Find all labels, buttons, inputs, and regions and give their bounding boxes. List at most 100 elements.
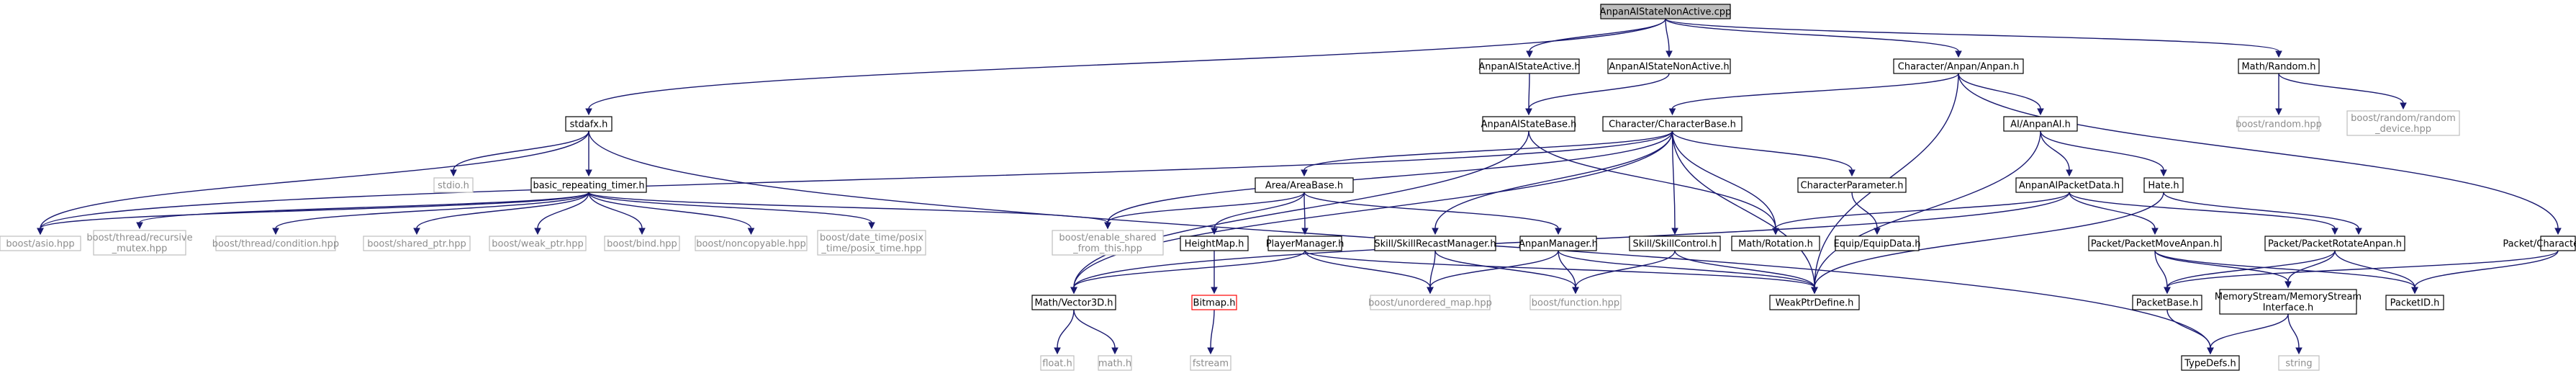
node-stdafx[interactable]: stdafx.h (565, 116, 613, 132)
dependency-edge-hate-to-wpd (1811, 192, 2164, 295)
node-aipd[interactable]: AnpanAIPacketData.h (2015, 177, 2123, 193)
dependency-edge-aipd-to-ppma (2069, 192, 2159, 236)
node-bitmap[interactable]: Bitmap.h (1191, 295, 1237, 310)
node-pbase[interactable]: PacketBase.h (2132, 295, 2202, 310)
dependency-edge-asna-to-asb (1525, 73, 1670, 116)
edge-arrowhead (1427, 287, 1434, 295)
node-areabase[interactable]: Area/AreaBase.h (1255, 177, 1354, 193)
dependency-edge-cbase-to-vec3d (1070, 130, 1673, 295)
edge-arrowhead (1301, 228, 1309, 236)
dependency-edge-aianpan-to-aipd (2040, 130, 2073, 177)
node-box (1040, 355, 1075, 371)
node-wpd[interactable]: WeakPtrDefine.h (1769, 295, 1860, 310)
node-asa[interactable]: AnpanAIStateActive.h (1478, 58, 1581, 74)
dependency-edge-msi-to-typedefs (2207, 313, 2289, 355)
node-typedefs[interactable]: TypeDefs.h (2181, 355, 2240, 371)
edge-arrowhead (1207, 347, 1214, 355)
node-equip[interactable]: Equip/EquipData.h (1834, 236, 1921, 251)
node-box (1629, 236, 1721, 251)
edge-line (2278, 73, 2404, 104)
dependency-edge-hate-to-vector (2163, 192, 2362, 236)
dependency-edge-srm-to-bumap (1427, 250, 1436, 295)
edge-line (1073, 130, 1529, 288)
node-box (1797, 177, 1907, 193)
node-label: Math/Rotation.h (1738, 239, 1813, 250)
node-root[interactable]: AnpanAIStateNonActive.cpp (1600, 4, 1732, 19)
node-box (565, 116, 613, 132)
node-label: CharacterParameter.h (1801, 181, 1904, 192)
edge-line (1434, 250, 1576, 288)
edge-arrowhead (2160, 169, 2167, 177)
dependency-edge-anpan-to-aianpan (1958, 73, 2044, 116)
node-anpan[interactable]: Character/Anpan/Anpan.h (1893, 58, 2024, 74)
node-amgr[interactable]: AnpanManager.h (1519, 236, 1598, 251)
node-random[interactable]: Math/Random.h (2238, 58, 2320, 74)
edge-line (1528, 73, 1670, 109)
node-srm[interactable]: Skill/SkillRecastManager.h (1374, 236, 1496, 251)
node-label: Character/CharacterBase.h (1609, 120, 1736, 130)
edge-arrowhead (1432, 228, 1439, 236)
node-box (2003, 116, 2078, 132)
edge-arrowhead (2554, 228, 2562, 236)
node-aianpan[interactable]: AI/AnpanAI.h (2003, 116, 2078, 132)
edge-arrowhead (1955, 50, 1962, 58)
nodes-layer: AnpanAIStateNonActive.cppstdafx.hAnpanAI… (0, 4, 2576, 371)
edge-arrowhead (1525, 108, 1532, 116)
edge-arrowhead (2411, 287, 2418, 295)
dependency-edge-aianpan-to-wpd (1811, 130, 2041, 295)
node-label: boost/noncopyable.hpp (696, 239, 806, 250)
dependency-edge-brt-to-bwp (534, 192, 589, 236)
node-mathh: math.h (1098, 355, 1132, 371)
node-pmgr[interactable]: PlayerManager.h (1266, 236, 1345, 251)
edge-line (2166, 250, 2336, 288)
node-box (817, 230, 926, 256)
node-mrot[interactable]: Math/Rotation.h (1731, 236, 1820, 251)
edge-line (2154, 250, 2168, 288)
node-box (2181, 355, 2240, 371)
edge-line (2069, 192, 2336, 229)
node-box (1098, 355, 1132, 371)
node-heightmap[interactable]: HeightMap.h (1180, 236, 1249, 251)
node-box (1607, 58, 1731, 74)
node-cparam[interactable]: CharacterParameter.h (1797, 177, 1907, 193)
edge-line (1814, 130, 2041, 288)
node-bfunc: boost/function.hpp (1529, 295, 1622, 310)
node-ppra[interactable]: Packet/PacketRotateAnpan.h (2264, 236, 2405, 251)
node-asna[interactable]: AnpanAIStateNonActive.h (1607, 58, 1731, 74)
node-box (2238, 116, 2320, 132)
edge-arrowhead (1301, 169, 1308, 177)
node-box (1731, 236, 1820, 251)
dependency-edge-vec3d-to-mathh (1073, 309, 1118, 355)
node-box (489, 236, 587, 251)
edge-line (1665, 18, 2279, 52)
node-box (2015, 177, 2123, 193)
edge-arrowhead (747, 228, 755, 236)
node-asb[interactable]: AnpanAIStateBase.h (1481, 116, 1577, 132)
node-label: stdafx.h (570, 120, 608, 130)
edge-line (1671, 73, 1959, 109)
node-ppma[interactable]: Packet/PacketMoveAnpan.h (2088, 236, 2222, 251)
edge-line (1671, 130, 1776, 229)
node-box (1835, 236, 1920, 251)
node-hate[interactable]: Hate.h (2143, 177, 2184, 193)
dependency-edge-areabase-to-amgr (1303, 192, 1562, 236)
dependency-edge-bitmap-to-fstream (1207, 309, 1215, 355)
edge-arrowhead (1054, 347, 1061, 355)
node-label: Skill/SkillControl.h (1633, 239, 1717, 250)
dependency-edge-pmgr-to-bumap (1304, 250, 1434, 295)
edge-arrowhead (1671, 228, 1678, 236)
node-pid[interactable]: PacketID.h (2385, 295, 2444, 310)
dependency-edge-root-to-random (1665, 18, 2282, 58)
node-vec3d[interactable]: Math/Vector3D.h (1031, 295, 1116, 310)
node-box (1893, 58, 2024, 74)
edge-line (1671, 130, 1853, 171)
node-skc[interactable]: Skill/SkillControl.h (1629, 236, 1721, 251)
edge-line (1671, 130, 1676, 229)
node-brt[interactable]: basic_repeating_timer.h (530, 177, 647, 193)
edge-line (2154, 250, 2415, 288)
dependency-edge-cbase-to-areabase (1301, 130, 1673, 177)
edge-line (2069, 192, 2156, 229)
node-pctype[interactable]: Packet/CharacterType.h (2503, 236, 2576, 251)
node-cbase[interactable]: Character/CharacterBase.h (1602, 116, 1743, 132)
